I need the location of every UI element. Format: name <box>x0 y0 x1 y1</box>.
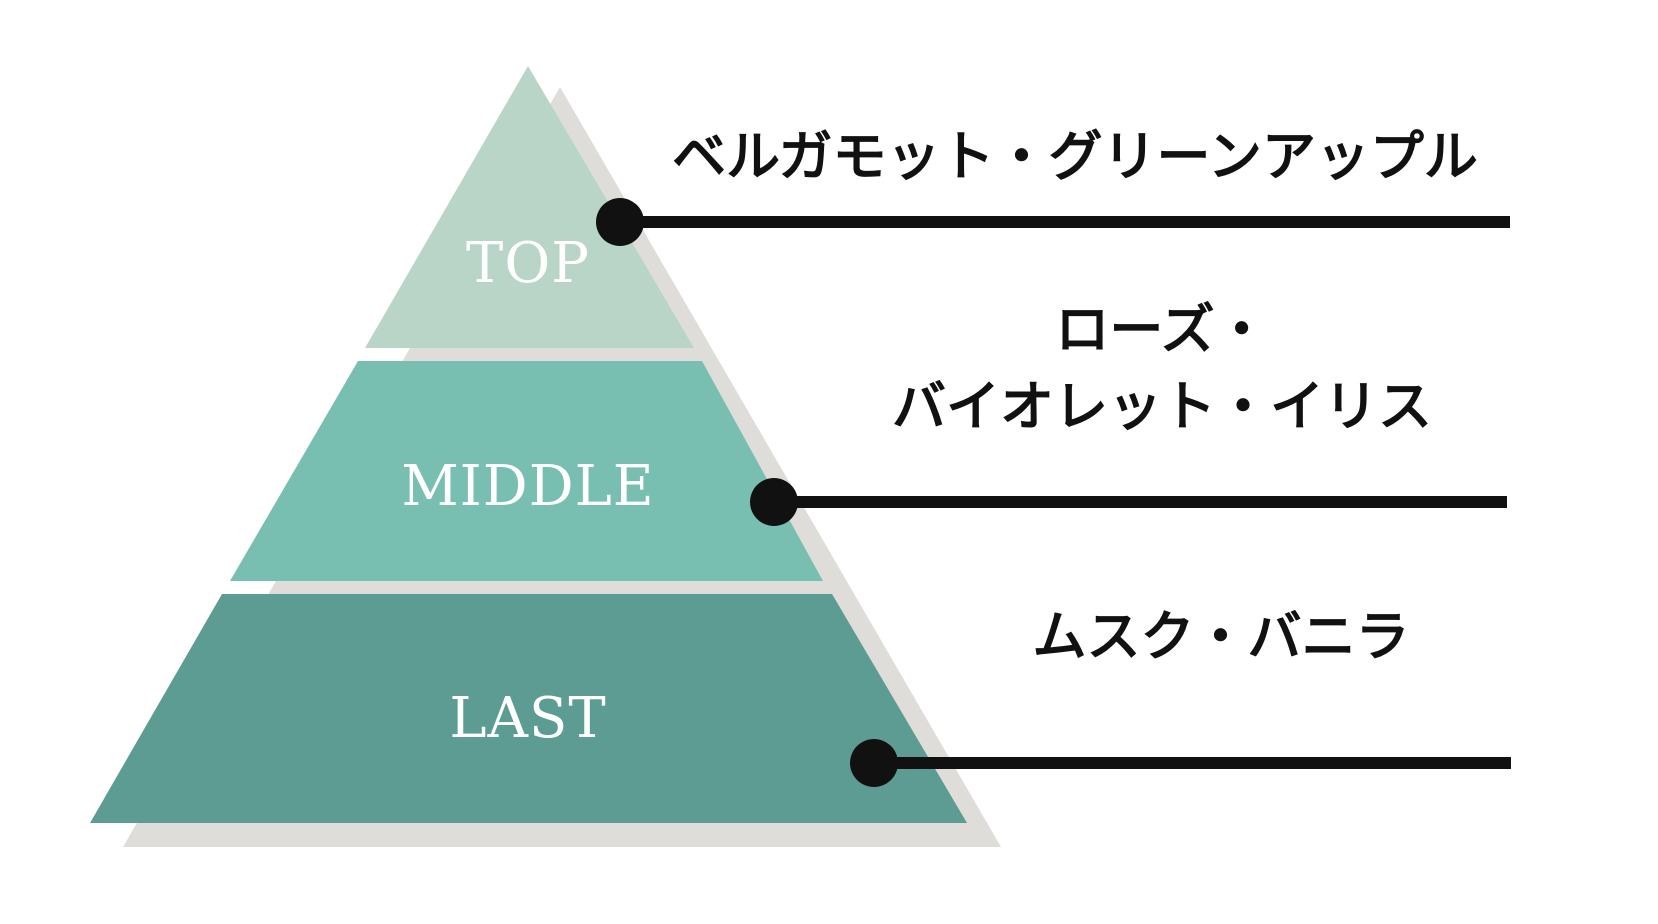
pyramid-tier-middle <box>230 361 823 581</box>
tier-label-top: TOP <box>466 231 590 296</box>
note-dot-middle <box>750 478 798 526</box>
note-dot-top <box>596 198 644 246</box>
tier-label-middle: MIDDLE <box>401 454 654 519</box>
note-text-last: ムスク・バニラ <box>1033 605 1410 668</box>
note-text-middle-line2: バイオレット・イリス <box>892 375 1432 438</box>
tier-label-last: LAST <box>449 686 606 751</box>
note-text-middle-line1: ローズ・ <box>1055 298 1268 361</box>
pyramid-tier-last <box>90 594 967 823</box>
pyramid-tier-top <box>365 66 694 348</box>
note-dot-last <box>850 739 898 787</box>
note-text-top: ベルガモット・グリーンアップル <box>672 125 1478 188</box>
